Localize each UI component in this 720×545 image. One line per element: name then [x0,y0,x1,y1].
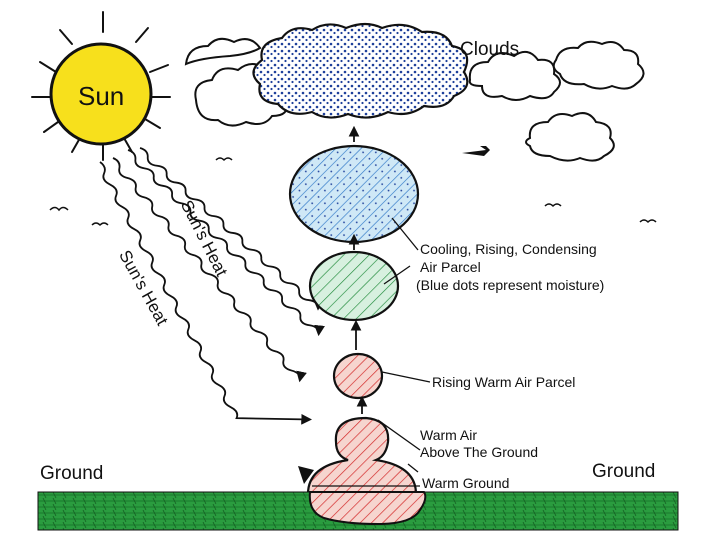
ground-label-left: Ground [40,464,103,484]
blue-parcel [290,146,418,242]
cooling-label-line-3: (Blue dots represent moisture) [416,277,604,293]
cooling-label-line-1: Cooling, Rising, Condensing [420,241,597,257]
cooling-label-line-2: Air Parcel [420,259,481,275]
warm-air-label-line-1: Warm Air [420,427,477,443]
rising-warm-label: Rising Warm Air Parcel [432,374,575,390]
ground-label-right: Ground [592,462,655,482]
warm-air-label-line-2: Above The Ground [420,444,538,460]
clouds-label: Clouds [460,40,519,60]
airplane-icon [462,146,490,156]
green-parcel [310,252,398,320]
warm-ground-label: Warm Ground [422,475,509,491]
moisture-cloud [253,24,467,118]
red-parcel [334,354,382,398]
sun-label: Sun [78,82,124,110]
